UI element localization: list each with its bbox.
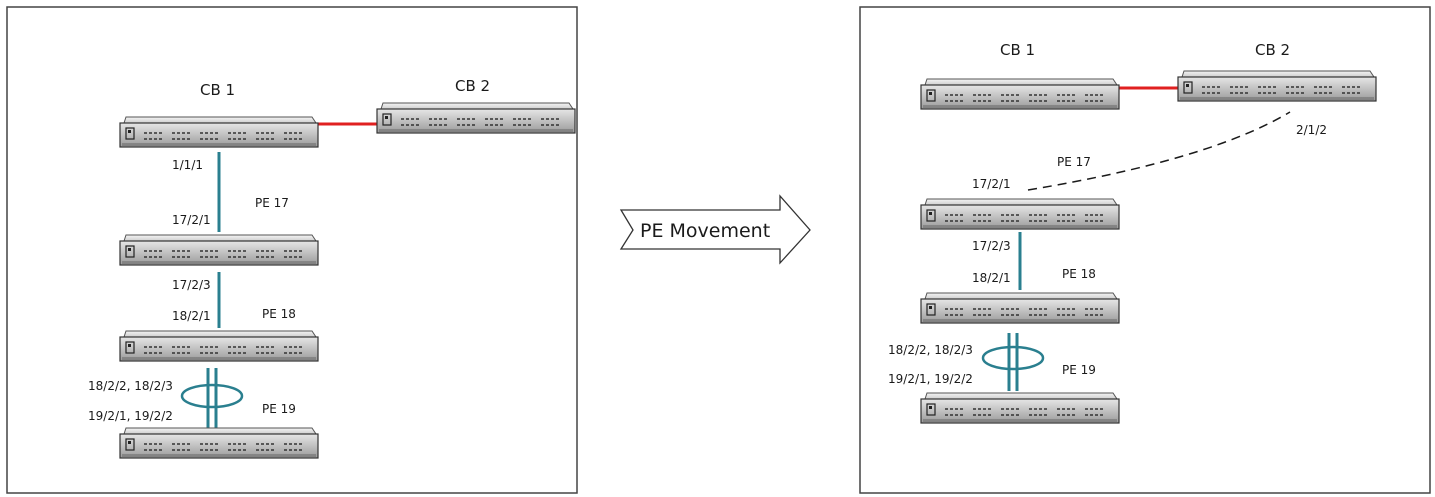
pe-movement-arrow-shape [619,194,811,265]
before-pe17-switch [119,234,319,266]
after-pe17-switch [920,198,1120,230]
before-cb2-switch [376,102,576,134]
before-cb1-label: CB 1 [200,81,235,99]
after-cb2-label: CB 2 [1255,41,1290,59]
after-pe18-switch [920,292,1120,324]
before-pe17-label: PE 17 [255,196,289,210]
pe-movement-arrow: PE Movement [619,194,811,265]
before-port-pe18-up: 18/2/1 [172,309,211,323]
after-pe17-label: PE 17 [1057,155,1091,169]
before-port-pe18-down: 18/2/2, 18/2/3 [88,379,173,393]
pe-movement-label: PE Movement [640,220,770,242]
after-pe19-label: PE 19 [1062,363,1096,377]
before-cb1-switch [119,116,319,148]
before-port-cb1-down: 1/1/1 [172,158,203,172]
before-pe18-label: PE 18 [262,307,296,321]
after-port-cb2-down: 2/1/2 [1296,123,1327,137]
after-pe19-switch [920,392,1120,424]
before-lag-ellipse [180,383,244,409]
before-pe18-pe19-lag [180,368,244,428]
before-pe19-label: PE 19 [262,402,296,416]
after-cb1-label: CB 1 [1000,41,1035,59]
after-panel: CB 1 CB 2 2/1/2 PE 17 17/2/1 17/2/3 PE 1… [859,6,1431,494]
before-pe19-switch [119,427,319,459]
after-port-pe19-up: 19/2/1, 19/2/2 [888,372,973,386]
after-port-pe18-down: 18/2/2, 18/2/3 [888,343,973,357]
after-cb1-switch [920,78,1120,110]
after-port-pe17-up: 17/2/1 [972,177,1011,191]
before-cb2-label: CB 2 [455,77,490,95]
after-port-pe18-up: 18/2/1 [972,271,1011,285]
before-port-pe19-up: 19/2/1, 19/2/2 [88,409,173,423]
after-lag-ellipse [981,345,1045,371]
after-pe18-pe19-lag [981,333,1045,391]
after-port-pe17-down: 17/2/3 [972,239,1011,253]
before-port-pe17-up: 17/2/1 [172,213,211,227]
after-cb2-pe17-dashed-link [1027,111,1291,191]
after-pe18-label: PE 18 [1062,267,1096,281]
before-pe18-switch [119,330,319,362]
before-port-pe17-down: 17/2/3 [172,278,211,292]
before-panel: CB 1 CB 2 1/1/1 PE 17 17/2/1 17/2/3 PE 1… [6,6,578,494]
after-cb2-switch [1177,70,1377,102]
